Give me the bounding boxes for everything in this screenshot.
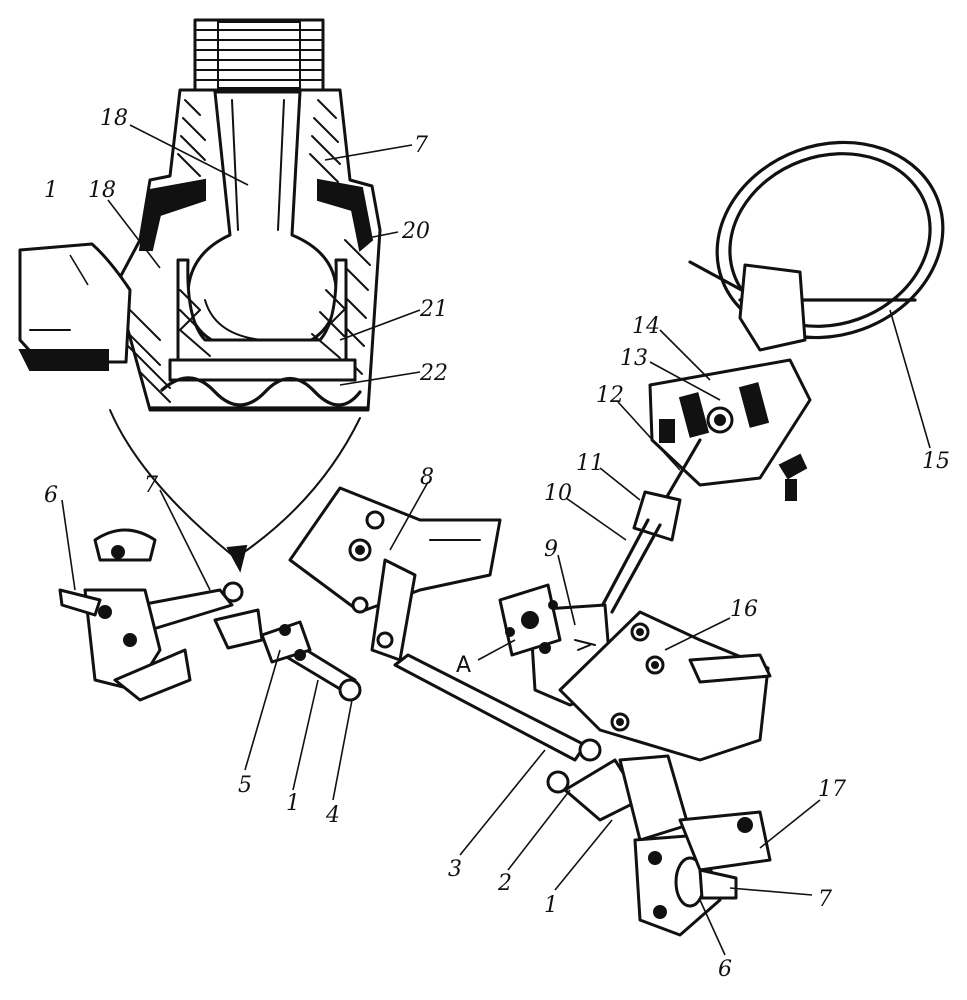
frame-block: [288, 486, 502, 614]
callout-top-21: 21: [419, 297, 448, 322]
callout-top-18: 18: [100, 106, 128, 131]
steering-gear: [498, 583, 772, 762]
steering-arm-stub: [18, 242, 132, 364]
callout-1-mid: 1: [286, 791, 300, 816]
callout-9: 9: [544, 537, 558, 562]
spring-seat: [168, 358, 357, 382]
column-hub: [738, 263, 807, 352]
spring: [160, 376, 362, 407]
threaded-stud: [193, 18, 325, 92]
left-tie-rod-end: [213, 608, 264, 650]
left-steering-knuckle: [58, 528, 234, 702]
tie-rods: [213, 581, 642, 822]
callout-11: 11: [576, 451, 604, 476]
callout-1-right: 1: [544, 893, 558, 918]
callout-6-right: 6: [718, 957, 732, 982]
callout-top-18b: 18: [88, 178, 116, 203]
callout-2: 2: [497, 871, 512, 896]
rubber-boot: [138, 178, 206, 251]
callout-7-right: 7: [818, 887, 832, 912]
callout-top-22: 22: [419, 361, 448, 386]
right-spindle: [698, 868, 738, 900]
steering-wheel-assembly: [598, 140, 945, 614]
leader-lines: [61, 124, 931, 956]
callout-8: 8: [420, 465, 434, 490]
callout-top-20: 20: [401, 219, 430, 244]
callout-13: 13: [620, 346, 648, 371]
callout-7-left: 7: [144, 473, 158, 498]
callout-12: 12: [596, 383, 624, 408]
callout-A: A: [456, 653, 471, 678]
ignition-key: [778, 453, 808, 480]
callout-4: 4: [325, 803, 340, 828]
callouts: 18 7 1 18 20 21 22 14 13 12 11 10 15 6 7…: [44, 106, 950, 982]
callout-17: 17: [818, 777, 846, 802]
callout-3: 3: [448, 857, 462, 882]
detail-arrow-right: [239, 417, 361, 556]
callout-top-7: 7: [414, 133, 428, 158]
callout-10: 10: [544, 481, 572, 506]
callout-15: 15: [922, 449, 950, 474]
callout-top-1: 1: [44, 178, 58, 203]
callout-5: 5: [238, 773, 252, 798]
right-knuckle-arm: [618, 754, 690, 842]
intermediate-shaft: [663, 438, 702, 502]
detail-arrow-left: [109, 409, 233, 556]
callout-6-left: 6: [44, 483, 58, 508]
callout-16: 16: [730, 597, 758, 622]
right-steering-knuckle: [618, 754, 772, 937]
ball-joint-section: [18, 18, 382, 573]
callout-14: 14: [632, 314, 660, 339]
pendulum-arm: [288, 486, 502, 662]
